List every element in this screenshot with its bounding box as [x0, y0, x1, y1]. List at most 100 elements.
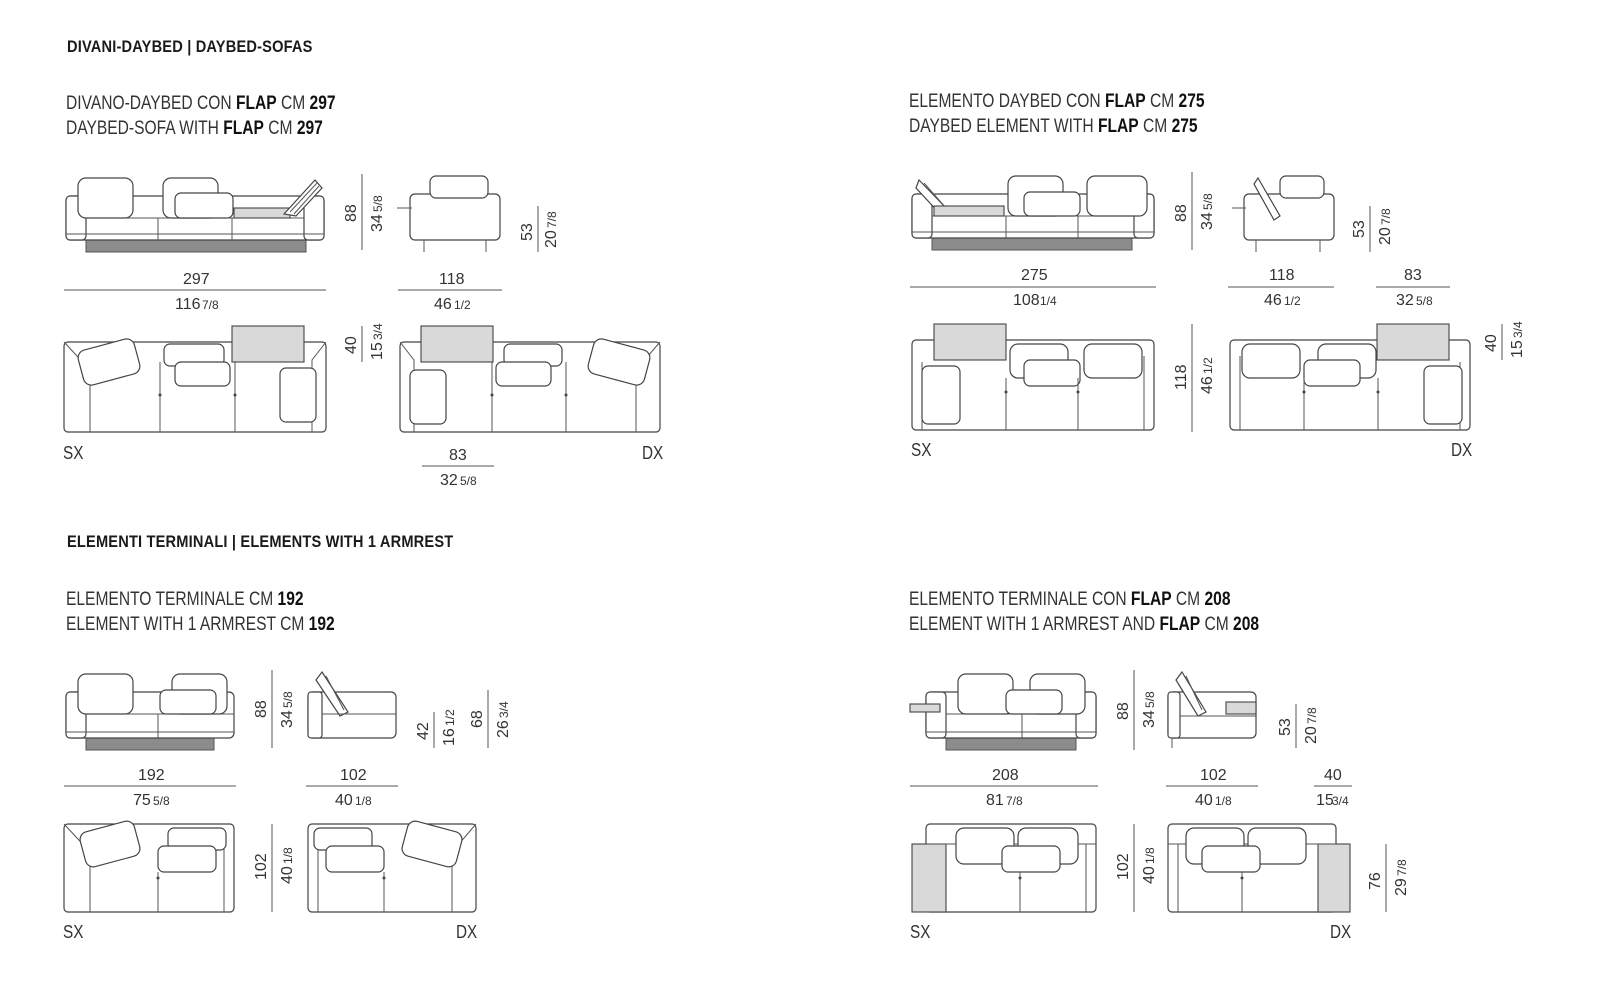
p1-title-en: DAYBED-SOFA WITH FLAP CM 297 [66, 118, 323, 139]
p2-plan-sx [911, 323, 1155, 431]
p2-seat-dimension: 53 20 7/8 [1351, 206, 1394, 252]
p2-width-in: 108 [1013, 292, 1040, 309]
p1-width-in: 116 [175, 296, 201, 313]
p1-dx-label: DX [642, 443, 664, 463]
p4-flap-len-cm: 76 [1367, 872, 1384, 890]
p2-height-cm: 88 [1173, 204, 1190, 222]
p1-seat-dimension: 53 20 7/8 [519, 206, 560, 252]
p2-flap-width-dimension: 83 32 5/8 [1376, 267, 1450, 309]
p2-plan-depth-in-frac: 1/2 [1201, 357, 1215, 374]
p4-height-cm: 88 [1115, 702, 1132, 720]
section-heading-elements-1-armrest: ELEMENTI TERMINALI | ELEMENTS WITH 1 ARM… [67, 532, 454, 551]
p4-height-dimension: 88 34 5/8 [1115, 670, 1158, 750]
p2-height-in: 34 [1199, 212, 1216, 230]
p4-depth-in-frac: 1/8 [1215, 794, 1232, 808]
p1-plan-sx [63, 325, 327, 433]
p4-flap-dimension: 40 15 3/4 [1314, 767, 1352, 809]
p2-flap-depth-cm: 40 [1483, 334, 1500, 352]
p4-sx-label: SX [910, 922, 931, 942]
p1-plan-dx [399, 325, 661, 433]
p3-arm-in: 16 [441, 728, 458, 746]
p4-flap-len-in: 29 [1393, 878, 1410, 896]
p1-title-it: DIVANO-DAYBED CON FLAP CM 297 [66, 93, 336, 114]
p3-side-view [307, 670, 397, 739]
p4-plan-depth-in: 40 [1141, 866, 1158, 884]
p3-width-in: 75 [133, 792, 151, 809]
p3-depth-cm: 102 [340, 767, 367, 784]
p3-width-in-frac: 5/8 [153, 794, 170, 808]
p3-title-en: ELEMENT WITH 1 ARMREST CM 192 [66, 614, 335, 635]
p1-flap-width-dimension: 83 32 5/8 [422, 447, 494, 489]
p3-arm-in-frac: 1/2 [443, 709, 457, 726]
p4-plan-dx [1167, 823, 1351, 913]
p1-depth-in-frac: 1/2 [454, 298, 471, 312]
p4-flap-len-in-frac: 7/8 [1395, 859, 1409, 876]
p3-height-in-frac: 5/8 [281, 691, 295, 708]
p4-plan-sx [911, 823, 1097, 913]
p4-seat-cm: 53 [1277, 718, 1294, 736]
p2-depth-dimension: 118 46 1/2 [1228, 267, 1334, 309]
p3-plan-depth-in-frac: 1/8 [281, 847, 295, 864]
p3-arm-dimension: 42 16 1/2 [415, 709, 458, 748]
p4-dx-label: DX [1330, 922, 1352, 942]
p1-flap-w-in-frac: 5/8 [460, 474, 477, 488]
p4-flap-in-frac: 3/4 [1332, 794, 1349, 808]
p3-height-cm: 88 [253, 700, 270, 718]
p1-seat-in-frac: 7/8 [545, 211, 559, 228]
p1-sx-label: SX [63, 443, 84, 463]
p2-plan-depth-in: 46 [1199, 376, 1216, 394]
p4-plan-depth-dimension: 102 40 1/8 [1115, 824, 1158, 912]
p1-height-in-frac: 5/8 [371, 195, 385, 212]
p2-depth-in: 46 [1264, 292, 1282, 309]
p1-flap-w-in: 32 [440, 472, 458, 489]
p1-depth-in: 46 [434, 296, 452, 313]
p2-depth-cm: 118 [1269, 267, 1295, 284]
p3-plan-dx [307, 820, 477, 913]
p3-plan-depth-cm: 102 [253, 853, 270, 880]
p4-plan-depth-in-frac: 1/8 [1143, 847, 1157, 864]
p1-flap-depth-dimension: 40 15 3/4 [343, 323, 386, 362]
p2-flap-depth-in-frac: 3/4 [1511, 321, 1525, 338]
p4-width-dimension: 208 81 7/8 [910, 767, 1098, 809]
p4-depth-cm: 102 [1200, 767, 1227, 784]
p4-title-it: ELEMENTO TERMINALE CON FLAP CM 208 [909, 589, 1231, 610]
p2-plan-dx [1229, 323, 1471, 431]
p2-seat-cm: 53 [1351, 220, 1368, 238]
p1-depth-dimension: 118 46 1/2 [398, 271, 502, 313]
p3-front-view [65, 673, 235, 751]
p2-front-view [911, 175, 1155, 251]
p1-flap-depth-in-frac: 3/4 [371, 323, 385, 340]
p3-arm-cm: 42 [415, 722, 432, 740]
p4-width-in-frac: 7/8 [1006, 794, 1023, 808]
p2-height-in-frac: 5/8 [1201, 193, 1215, 210]
p4-seat-in: 20 [1303, 726, 1320, 744]
p3-plan-sx [63, 820, 235, 913]
p3-back-in-frac: 3/4 [497, 701, 511, 718]
p1-width-dimension: 297 116 7/8 [64, 271, 326, 313]
p3-depth-in: 40 [335, 792, 353, 809]
p2-seat-in: 20 [1377, 227, 1394, 245]
p3-height-in: 34 [279, 710, 296, 728]
p1-seat-in: 20 [543, 230, 560, 248]
p2-plan-depth-dimension: 118 46 1/2 [1173, 324, 1216, 432]
p4-title-en: ELEMENT WITH 1 ARMREST AND FLAP CM 208 [909, 614, 1260, 635]
p3-back-cm: 68 [469, 710, 486, 728]
p4-plan-depth-cm: 102 [1115, 853, 1132, 880]
p3-width-cm: 192 [138, 767, 165, 784]
section-heading-daybed-sofas: DIVANI-DAYBED | DAYBED-SOFAS [67, 37, 313, 56]
p2-depth-in-frac: 1/2 [1284, 294, 1301, 308]
p3-depth-dimension: 102 40 1/8 [306, 767, 398, 809]
p4-height-in-frac: 5/8 [1143, 691, 1157, 708]
p1-depth-cm: 118 [439, 271, 465, 288]
p2-seat-in-frac: 7/8 [1379, 208, 1393, 225]
p3-back-in: 26 [495, 720, 512, 738]
p2-sx-label: SX [911, 440, 932, 460]
p1-flap-depth-cm: 40 [343, 336, 360, 354]
p2-side-view [1232, 175, 1335, 252]
p2-flap-depth-in: 15 [1509, 340, 1526, 358]
p4-depth-in: 40 [1195, 792, 1213, 809]
p3-title-it: ELEMENTO TERMINALE CM 192 [66, 589, 304, 610]
p1-width-cm: 297 [183, 271, 210, 288]
p2-title-en: DAYBED ELEMENT WITH FLAP CM 275 [909, 116, 1198, 137]
